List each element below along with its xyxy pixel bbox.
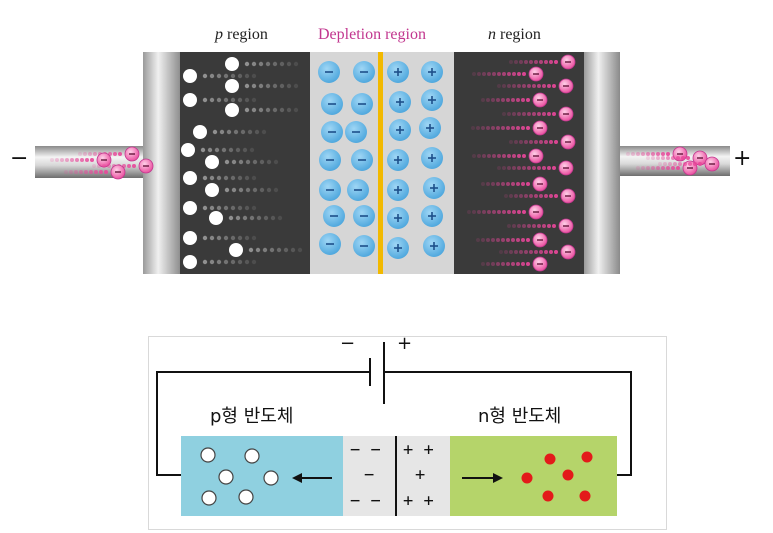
positive-charge-row-1: + + xyxy=(403,440,434,460)
ion-group xyxy=(318,61,445,259)
electron xyxy=(581,451,593,463)
electron-group xyxy=(50,54,720,272)
hole xyxy=(225,79,239,93)
hole xyxy=(229,243,243,257)
hole xyxy=(181,143,195,157)
p-region-label: p region xyxy=(215,26,268,43)
n-region-label: n region xyxy=(488,26,541,43)
negative-charge-row-2: − xyxy=(364,465,375,485)
wire-right xyxy=(384,371,632,476)
electron xyxy=(544,453,556,465)
hole xyxy=(183,93,197,107)
electron xyxy=(562,469,574,481)
wire-left xyxy=(156,371,370,476)
depletion-region-label: Depletion region xyxy=(318,26,426,43)
negative-charge-row-1: − − xyxy=(350,440,381,460)
n-type-block xyxy=(450,436,617,516)
negative-charge-row-3: − − xyxy=(350,491,381,511)
left-terminal-sign: − xyxy=(10,146,29,171)
hole xyxy=(201,490,217,506)
hole-group xyxy=(181,57,303,269)
hole xyxy=(225,57,239,71)
n-type-label: n형 반도체 xyxy=(478,406,562,427)
p-region-block xyxy=(180,52,310,274)
hole xyxy=(225,103,239,117)
hole xyxy=(193,125,207,139)
battery-plus-sign: + xyxy=(397,333,413,354)
hole xyxy=(209,211,223,225)
hole xyxy=(205,155,219,169)
right-end-cap xyxy=(584,52,620,274)
electron xyxy=(579,490,591,502)
right-terminal-sign: + xyxy=(733,146,752,171)
p-type-label: p형 반도체 xyxy=(210,406,294,427)
electron-particles xyxy=(521,451,593,502)
circuit-panel xyxy=(148,336,667,530)
junction-line xyxy=(378,52,383,274)
battery-minus-sign: − xyxy=(340,333,356,354)
arrow-right-icon xyxy=(462,473,503,483)
hole-particles xyxy=(200,447,279,506)
hole xyxy=(200,447,216,463)
electron xyxy=(542,490,554,502)
hole xyxy=(218,469,234,485)
electron xyxy=(521,472,533,484)
hole xyxy=(183,255,197,269)
hole xyxy=(183,231,197,245)
hole xyxy=(183,171,197,185)
hole xyxy=(238,489,254,505)
hole xyxy=(205,183,219,197)
positive-charge-row-3: + + xyxy=(403,491,434,511)
hole xyxy=(183,201,197,215)
positive-charge-row-2: + xyxy=(415,465,426,485)
arrow-left-icon xyxy=(292,473,332,483)
hole xyxy=(244,448,260,464)
hole xyxy=(263,470,279,486)
hole xyxy=(183,69,197,83)
pn-junction-illustration xyxy=(35,52,730,274)
